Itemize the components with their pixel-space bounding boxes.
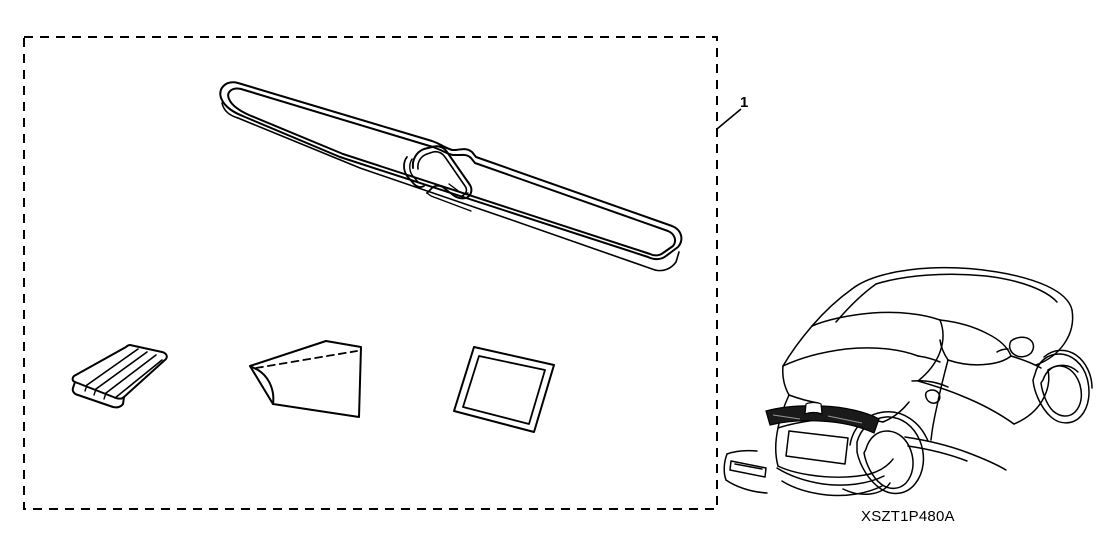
vehicle-rear-wheel-tyre xyxy=(856,416,925,495)
vehicle-hatch-glass-mid-seam xyxy=(782,347,919,367)
alcohol-wipe-packet xyxy=(453,346,555,433)
garnish-outer-outline xyxy=(219,81,683,261)
vehicle-quarter-glass-seam xyxy=(917,355,941,363)
garnish-recess-right-hook-inner xyxy=(448,183,469,195)
wipe-packet-outer xyxy=(453,346,555,433)
garnish-recess-left-hook xyxy=(403,156,425,188)
vehicle-front-fender-top xyxy=(1010,355,1042,369)
vehicle-spoiler-edge xyxy=(911,380,949,388)
kit-boundary xyxy=(23,36,718,510)
garnish-inner-outline xyxy=(227,87,677,257)
vehicle-shoulder-line xyxy=(917,380,1015,425)
installed-garnish-highlight xyxy=(765,401,880,434)
garnish-left-end-face xyxy=(221,102,239,119)
vehicle-mirror-stalk xyxy=(996,348,1009,353)
callout-number-1: 1 xyxy=(740,94,749,111)
garnish-right-end-face xyxy=(654,251,680,272)
applicator-squeegee xyxy=(71,344,168,409)
vehicle-rear-reflector xyxy=(729,460,767,478)
vehicle-side-mirror xyxy=(1008,336,1035,358)
installed-garnish-band xyxy=(765,405,880,434)
vehicle-diffuser-edge xyxy=(842,482,891,495)
vehicle-rear-wheel-arch xyxy=(849,411,929,446)
vehicle-taillamp-left xyxy=(788,394,819,404)
garnish-lower-face-edge xyxy=(237,117,656,271)
wipe-packet-inner xyxy=(462,355,546,425)
vehicle-rear-bumper-corner-left-lower xyxy=(725,479,768,494)
garnish-centre-hump xyxy=(411,145,473,199)
squeegee-ridge-1 xyxy=(86,348,139,386)
vehicle-rear-bumper-corner-left xyxy=(726,449,758,455)
vehicle-taillamp-right xyxy=(882,401,910,423)
vehicle-hatch-glass-left xyxy=(782,365,790,396)
kit-boundary-rect xyxy=(23,36,718,510)
vehicle-bumper-step xyxy=(776,467,885,486)
garnish-recess-right-hook xyxy=(426,184,467,200)
squeegee-ridge-2 xyxy=(95,351,148,390)
vehicle-front-right-roof-edge xyxy=(1035,309,1074,366)
squeegee-ridge-ends xyxy=(84,384,107,400)
callout-1-leader-line xyxy=(716,108,742,130)
vehicle-side-window-bottom xyxy=(947,355,1012,366)
vehicle-hatch-glass-right xyxy=(917,319,944,382)
callout-1-leader xyxy=(716,108,742,130)
garnish-recess-base-edge xyxy=(426,192,472,212)
squeegee-front-lip xyxy=(71,381,125,409)
cloth-packet-gusset xyxy=(249,365,275,405)
vehicle-front-wheel-tyre xyxy=(1032,353,1090,424)
vehicle-rear-emblem xyxy=(804,401,823,415)
vehicle-door-cut-line xyxy=(930,359,949,441)
installed-garnish-sheen xyxy=(772,414,863,424)
vehicle-rocker-line-lower xyxy=(907,445,968,462)
vehicle-rear-reflector-slot xyxy=(734,463,763,470)
vehicle-rear-bumper-corner-left-edge xyxy=(723,453,728,481)
squeegee-ridge-4 xyxy=(114,359,163,399)
garnish-recess-left-hook-inner xyxy=(409,158,419,183)
vehicle-rocker-line xyxy=(904,436,1007,471)
vehicle-rear-three-quarter-view xyxy=(723,266,1093,497)
vehicle-rear-bumper-lower xyxy=(777,465,871,478)
vehicle-front-arch-inner xyxy=(1047,364,1079,373)
vehicle-rear-corner-lower xyxy=(869,458,894,475)
vehicle-front-wheel-arch xyxy=(1043,349,1093,389)
vehicle-rear-left-corner xyxy=(775,394,790,467)
vehicle-door-handle xyxy=(924,389,941,404)
vehicle-roof-top-edge xyxy=(851,266,1073,311)
squeegee-ridge-3 xyxy=(105,354,157,394)
rear-garnish-trim xyxy=(219,81,683,272)
cloth-packet-outline xyxy=(249,340,362,418)
vehicle-roof-seam-left xyxy=(835,283,877,323)
cloth-packet-seal-line xyxy=(255,350,358,369)
garnish-centre-hump-inner xyxy=(417,150,468,197)
drawing-code-label: XSZT1P480A xyxy=(861,508,955,525)
vehicle-hatch-glass-top xyxy=(811,311,941,327)
vehicle-licence-plate-recess xyxy=(785,430,849,465)
cleaning-cloth-packet xyxy=(249,340,362,418)
vehicle-bumper-lower-valance xyxy=(781,480,883,497)
vehicle-rear-fender-right xyxy=(1013,369,1050,425)
vehicle-b-pillar xyxy=(939,339,949,361)
vehicle-roof-seam xyxy=(875,273,1058,303)
